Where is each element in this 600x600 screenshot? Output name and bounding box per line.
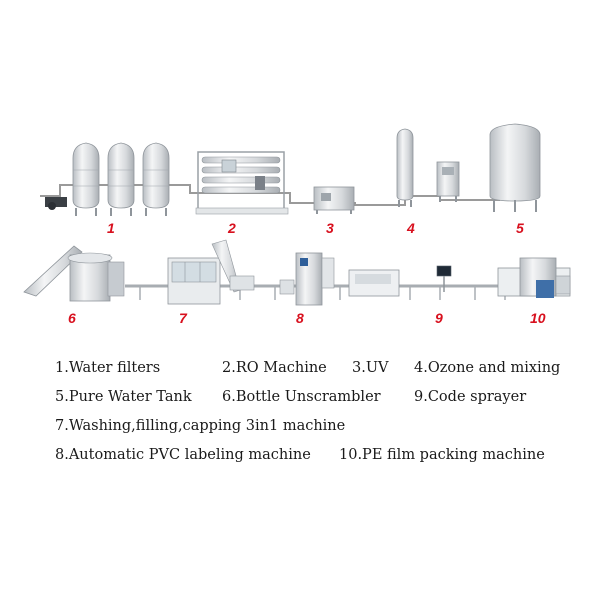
machine-number-3: 3 xyxy=(326,220,334,236)
bottle-unscrambler xyxy=(23,245,125,302)
legend-item-ozone-mixing: 4.Ozone and mixing xyxy=(414,360,561,376)
legend-row-1: 1.Water filters 2.RO Machine 3.UV 4.Ozon… xyxy=(0,360,600,382)
top-pipe xyxy=(40,184,500,206)
machine-number-9: 9 xyxy=(435,310,443,326)
machine-number-8: 8 xyxy=(296,310,304,326)
machine-number-6: 6 xyxy=(68,310,76,326)
legend-item-ro-machine: 2.RO Machine xyxy=(222,360,327,376)
legend-item-code-sprayer: 9.Code sprayer xyxy=(414,389,527,405)
pvc-labeling-machine xyxy=(279,252,335,306)
legend-item-uv: 3.UV xyxy=(352,360,389,376)
pure-water-tank xyxy=(489,123,541,212)
legend-item-pe-film-packing: 10.PE film packing machine xyxy=(339,447,545,463)
washing-filling-capping-machine xyxy=(167,239,255,305)
legend-item-bottle-unscrambler: 6.Bottle Unscrambler xyxy=(222,389,381,405)
machine-number-7: 7 xyxy=(179,310,187,326)
machine-number-1: 1 xyxy=(107,220,115,236)
machine-number-4: 4 xyxy=(407,220,415,236)
code-sprayer-machine xyxy=(348,265,452,297)
legend-item-pure-water-tank: 5.Pure Water Tank xyxy=(55,389,192,405)
ozone-mixing-machine xyxy=(396,128,460,207)
water-filters-machine xyxy=(45,142,170,216)
machine-number-10: 10 xyxy=(530,310,546,326)
production-line-diagram: 1 2 3 4 5 6 7 8 9 10 xyxy=(23,123,571,326)
legend-row-4: 8.Automatic PVC labeling machine 10.PE f… xyxy=(0,447,600,469)
ro-machine xyxy=(195,151,289,215)
pe-film-packing-machine xyxy=(497,257,571,298)
machine-number-2: 2 xyxy=(228,220,236,236)
legend-item-washing-filling-capping: 7.Washing,filling,capping 3in1 machine xyxy=(55,418,346,434)
legend-row-3: 7.Washing,filling,capping 3in1 machine xyxy=(0,418,600,440)
uv-machine xyxy=(313,186,355,214)
machine-number-5: 5 xyxy=(516,220,524,236)
legend-row-2: 5.Pure Water Tank 6.Bottle Unscrambler 9… xyxy=(0,389,600,411)
legend-item-water-filters: 1.Water filters xyxy=(55,360,161,376)
legend-item-pvc-labeling: 8.Automatic PVC labeling machine xyxy=(55,447,311,463)
machines-illustration xyxy=(23,123,571,306)
